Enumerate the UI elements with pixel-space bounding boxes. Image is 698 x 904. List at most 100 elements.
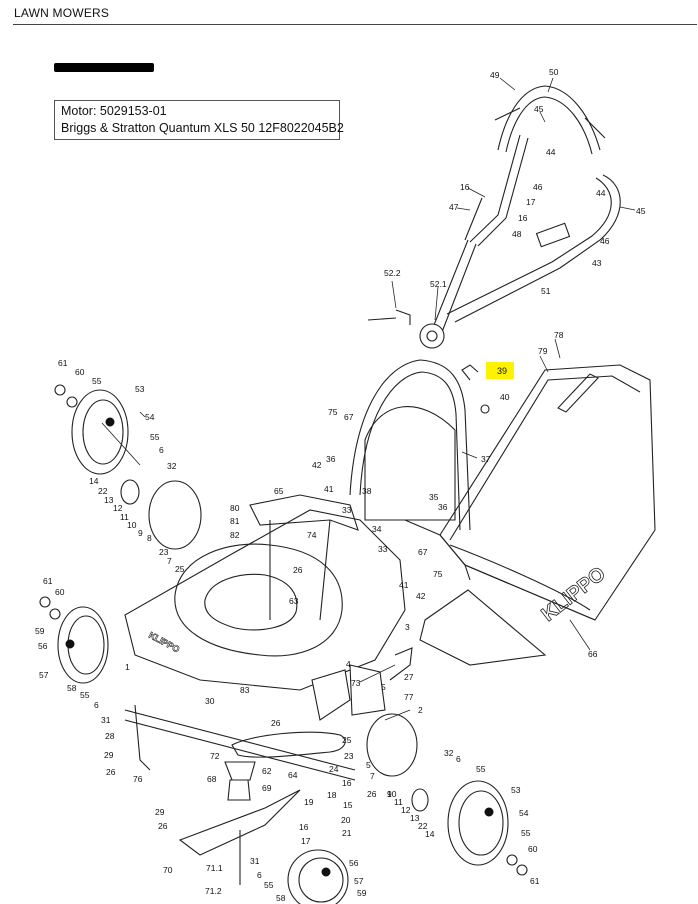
axle-and-belt <box>124 647 413 885</box>
part-label: 78 <box>554 330 564 340</box>
part-label: 37 <box>481 454 491 464</box>
header-divider <box>13 24 697 25</box>
part-label: 12 <box>113 503 123 513</box>
part-label: 25 <box>342 735 352 745</box>
part-label: 6 <box>456 754 461 764</box>
part-label: 26 <box>293 565 303 575</box>
part-label: 7 <box>370 771 375 781</box>
part-label: 9 <box>387 789 392 799</box>
motor-model-line: Motor: 5029153-01 <box>61 104 167 118</box>
part-label: 67 <box>344 412 354 422</box>
part-label: 52.1 <box>430 279 447 289</box>
part-label: 40 <box>500 392 510 402</box>
part-label: 53 <box>135 384 145 394</box>
part-label: 13 <box>410 813 420 823</box>
part-label: 75 <box>328 407 338 417</box>
part-label: 29 <box>104 750 114 760</box>
part-label: 72 <box>210 751 220 761</box>
part-label: 31 <box>250 856 260 866</box>
part-label: 26 <box>158 821 168 831</box>
part-label: 56 <box>349 858 359 868</box>
part-label: 7 <box>167 556 172 566</box>
part-label: 42 <box>312 460 322 470</box>
part-label: 42 <box>416 591 426 601</box>
part-label: 71.2 <box>205 886 222 896</box>
part-label: 36 <box>438 502 448 512</box>
part-label: 57 <box>39 670 49 680</box>
part-label: 50 <box>549 67 559 77</box>
part-label: 22 <box>418 821 428 831</box>
part-label: 32 <box>444 748 454 758</box>
part-label: 80 <box>230 503 240 513</box>
part-label: 45 <box>534 104 544 114</box>
drive-discs <box>120 479 429 812</box>
part-label: 23 <box>344 751 354 761</box>
part-label: 14 <box>425 829 435 839</box>
part-label: 70 <box>163 865 173 875</box>
part-label: 56 <box>38 641 48 651</box>
part-label: 46 <box>600 236 610 246</box>
part-label: 33 <box>378 544 388 554</box>
front-right-wheel <box>287 849 349 904</box>
part-label: 36 <box>326 454 336 464</box>
part-label: 74 <box>307 530 317 540</box>
part-label: 83 <box>240 685 250 695</box>
part-label: 15 <box>343 800 353 810</box>
part-label: 60 <box>528 844 538 854</box>
part-label: 26 <box>271 718 281 728</box>
part-label: 4 <box>346 659 351 669</box>
part-label: 60 <box>75 367 85 377</box>
rear-right-wheel <box>447 780 528 876</box>
part-label: 54 <box>519 808 529 818</box>
part-label: 6 <box>257 870 262 880</box>
part-label: 46 <box>533 182 543 192</box>
part-label: 67 <box>418 547 428 557</box>
part-label: 16 <box>460 182 470 192</box>
part-label: 23 <box>159 547 169 557</box>
part-label: 5 <box>366 760 371 770</box>
part-label: 55 <box>264 880 274 890</box>
part-label: 8 <box>147 533 152 543</box>
part-label: 55 <box>476 764 486 774</box>
part-label: 71.1 <box>206 863 223 873</box>
part-label: 18 <box>327 790 337 800</box>
part-label: 17 <box>301 836 311 846</box>
part-label: 61 <box>530 876 540 886</box>
part-label: 3 <box>405 622 410 632</box>
part-label: 53 <box>511 785 521 795</box>
part-label: 14 <box>89 476 99 486</box>
part-label: 58 <box>276 893 286 903</box>
part-label: 30 <box>205 696 215 706</box>
front-left-wheel <box>39 596 109 684</box>
part-label: 66 <box>588 649 598 659</box>
part-label: 77 <box>404 692 414 702</box>
part-label: 5 <box>381 682 386 692</box>
part-label: 19 <box>304 797 314 807</box>
redacted-text-bar <box>54 63 154 72</box>
part-label: 27 <box>404 672 414 682</box>
catcher-frame <box>349 359 490 536</box>
motor-info-box: Motor: 5029153-01 Briggs & Stratton Quan… <box>54 100 344 140</box>
part-label: 49 <box>490 70 500 80</box>
part-label: 47 <box>449 202 459 212</box>
part-label: 28 <box>105 731 115 741</box>
part-label: 35 <box>429 492 439 502</box>
part-label: 31 <box>101 715 111 725</box>
engine-description-line: Briggs & Stratton Quantum XLS 50 12F8022… <box>61 121 344 135</box>
part-label: 81 <box>230 516 240 526</box>
highlight-marker <box>486 362 514 379</box>
highlighted-part-label: 39 <box>497 366 507 376</box>
part-label: 17 <box>526 197 536 207</box>
part-label: 63 <box>289 596 299 606</box>
part-label: 57 <box>354 876 364 886</box>
grass-catcher: KLIPPO <box>419 364 656 666</box>
part-label: 6 <box>159 445 164 455</box>
part-label: 34 <box>372 524 382 534</box>
part-label: 10 <box>127 520 137 530</box>
part-label: 54 <box>145 412 155 422</box>
part-label: 73 <box>351 678 361 688</box>
part-label: 65 <box>274 486 284 496</box>
part-label: 55 <box>521 828 531 838</box>
part-label: 62 <box>262 766 272 776</box>
